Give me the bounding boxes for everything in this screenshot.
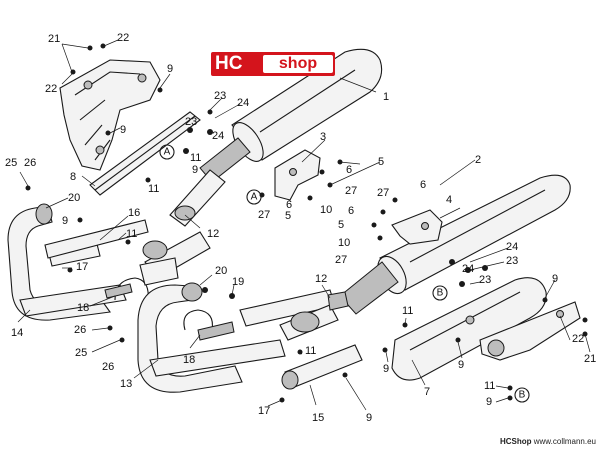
- part-label: 9: [458, 359, 464, 371]
- part-label: 23: [185, 116, 197, 128]
- part-label: 20: [215, 265, 227, 277]
- fasteners: [25, 43, 588, 403]
- part-label: 6: [348, 205, 354, 217]
- part-label: 4: [446, 194, 452, 206]
- part-label: 9: [192, 164, 198, 176]
- part-label: 26: [74, 324, 86, 336]
- part-label: 11: [305, 345, 316, 357]
- part-label: 17: [76, 261, 88, 273]
- part-label: 9: [383, 363, 389, 375]
- part-label: 26: [102, 361, 114, 373]
- part-label: 27: [335, 254, 347, 266]
- logo-shop-text: shop: [263, 55, 333, 73]
- part-label: 23: [214, 90, 226, 102]
- part-label: 22: [117, 32, 129, 44]
- part-label: 26: [24, 157, 36, 169]
- callout-A-1: A: [164, 147, 171, 158]
- part-label: 11: [402, 305, 413, 317]
- bracket-3: [274, 149, 321, 201]
- part-label: 9: [167, 63, 173, 75]
- footer-credit: HCShop www.collmann.eu: [500, 437, 596, 446]
- leader-lines: [17, 39, 591, 411]
- callout-markers: A A B B: [159, 144, 530, 403]
- part-label: 5: [338, 219, 344, 231]
- part-label: 11: [126, 228, 137, 240]
- part-label: 12: [207, 228, 219, 240]
- part-label: 20: [68, 192, 80, 204]
- footer-url: www.collmann.eu: [533, 437, 596, 446]
- part-label: 10: [320, 204, 332, 216]
- callout-A-2: A: [251, 192, 258, 203]
- part-label: 14: [11, 327, 23, 339]
- part-label: 24: [462, 263, 474, 275]
- part-label: 15: [312, 412, 324, 424]
- part-label: 1: [383, 91, 389, 103]
- part-label: 25: [5, 157, 17, 169]
- lambda-sensor-18a: [104, 277, 149, 301]
- silencer-7: [391, 277, 547, 381]
- part-label: 11: [190, 152, 201, 164]
- part-label: 9: [366, 412, 372, 424]
- part-label: 23: [506, 255, 518, 267]
- manifold-13: [137, 282, 286, 393]
- part-label: 18: [183, 354, 195, 366]
- part-label: 22: [45, 83, 57, 95]
- link-pipe-upper: [169, 169, 226, 227]
- part-label: 7: [424, 386, 430, 398]
- bracket-8: [59, 59, 161, 171]
- collector-12a: [139, 231, 211, 286]
- part-label: 27: [377, 187, 389, 199]
- part-label: 9: [486, 396, 492, 408]
- part-label: 2: [475, 154, 481, 166]
- part-label: 24: [237, 97, 249, 109]
- part-label: 22: [572, 333, 584, 345]
- part-label: 9: [552, 273, 558, 285]
- part-label: 3: [320, 131, 326, 143]
- part-label: 6: [286, 199, 292, 211]
- part-label: 16: [128, 207, 140, 219]
- part-label: 21: [584, 353, 596, 365]
- part-label: 10: [338, 237, 350, 249]
- lambda-sensor-18b: [183, 309, 235, 341]
- part-label: 18: [77, 302, 89, 314]
- part-label: 13: [120, 378, 132, 390]
- heat-shield-8: [89, 111, 201, 196]
- part-label: 27: [345, 185, 357, 197]
- callout-B-2: B: [519, 390, 526, 401]
- part-label: 8: [70, 171, 76, 183]
- bracket-lower-right: [479, 301, 581, 361]
- part-label: 11: [484, 380, 495, 392]
- part-label: 5: [285, 210, 291, 222]
- part-label: 6: [346, 164, 352, 176]
- part-label: 21: [48, 33, 60, 45]
- collector-12b: [239, 289, 349, 341]
- part-label: 9: [62, 215, 68, 227]
- heat-shield-16: [44, 219, 149, 259]
- silencer-2: [339, 174, 571, 315]
- part-labels: 21 22 22 9 9 8 23 24 23 24 11 9 11 1 3 5…: [5, 32, 596, 424]
- part-label: 23: [479, 274, 491, 286]
- part-label: 6: [420, 179, 426, 191]
- part-label: 27: [258, 209, 270, 221]
- part-label: 17: [258, 405, 270, 417]
- footer-shop: HCShop: [499, 437, 532, 446]
- part-label: 25: [75, 347, 87, 359]
- part-label: 5: [378, 156, 384, 168]
- bracket-4: [391, 209, 443, 245]
- part-label: 9: [120, 124, 126, 136]
- part-label: 24: [506, 241, 518, 253]
- logo-hc-text: HC: [215, 53, 243, 74]
- pipe-15: [281, 344, 363, 390]
- part-label: 11: [148, 183, 159, 195]
- hc-shop-logo: HC shop: [211, 52, 335, 76]
- callout-B-1: B: [437, 288, 444, 299]
- part-label: 12: [315, 273, 327, 285]
- part-label: 24: [212, 130, 224, 142]
- part-label: 19: [232, 276, 244, 288]
